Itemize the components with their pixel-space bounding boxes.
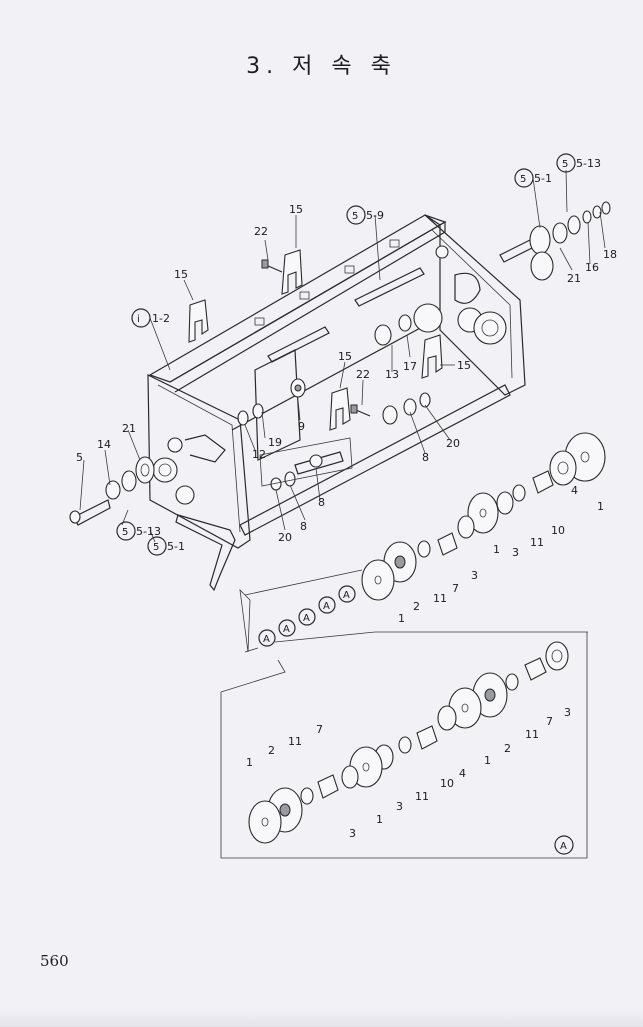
svg-text:3: 3 <box>512 546 519 559</box>
bracket-15 <box>188 249 443 431</box>
svg-text:1: 1 <box>597 500 604 513</box>
svg-text:5-9: 5-9 <box>366 209 384 222</box>
callout-5-1-top: 5 5-1 <box>514 168 552 188</box>
svg-text:15: 15 <box>174 268 188 281</box>
svg-text:20: 20 <box>446 437 460 450</box>
svg-text:16: 16 <box>585 261 599 274</box>
left-shaft-assembly <box>69 456 155 526</box>
svg-text:A: A <box>283 624 290 635</box>
svg-text:11: 11 <box>530 536 544 549</box>
scan-edge <box>0 1009 643 1027</box>
svg-text:3: 3 <box>396 800 403 813</box>
svg-text:12: 12 <box>252 448 266 461</box>
leader-lines <box>79 169 606 543</box>
callout-5-13-top: 5 5-13 <box>556 153 601 173</box>
bushes <box>237 314 431 491</box>
svg-text:A: A <box>263 634 270 645</box>
svg-text:1: 1 <box>493 543 500 556</box>
shaft-upper <box>267 267 425 363</box>
svg-text:1-2: 1-2 <box>152 312 170 325</box>
svg-text:1: 1 <box>484 754 491 767</box>
svg-text:8: 8 <box>300 520 307 533</box>
svg-text:i: i <box>137 314 140 325</box>
svg-text:22: 22 <box>254 225 268 238</box>
svg-text:2: 2 <box>268 744 275 757</box>
svg-text:5: 5 <box>153 542 159 553</box>
svg-text:3: 3 <box>349 827 356 840</box>
svg-text:5-1: 5-1 <box>167 540 185 553</box>
svg-text:8: 8 <box>422 451 429 464</box>
svg-text:10: 10 <box>551 524 565 537</box>
callout-5-13-left: 5 5-13 <box>116 521 161 541</box>
svg-text:11: 11 <box>415 790 429 803</box>
detail-a-chain <box>220 569 588 693</box>
svg-text:14: 14 <box>97 438 111 451</box>
page-number: 560 <box>40 952 69 970</box>
svg-text:3: 3 <box>471 569 478 582</box>
svg-text:15: 15 <box>289 203 303 216</box>
svg-text:A: A <box>560 841 567 852</box>
svg-text:4: 4 <box>459 767 466 780</box>
svg-text:5: 5 <box>76 451 83 464</box>
svg-text:18: 18 <box>603 248 617 261</box>
svg-text:1: 1 <box>246 756 253 769</box>
shaft-lower <box>294 451 344 475</box>
svg-text:17: 17 <box>403 360 417 373</box>
right-shaft-assembly <box>499 201 611 281</box>
svg-text:7: 7 <box>316 723 323 736</box>
svg-text:22: 22 <box>356 368 370 381</box>
svg-text:3: 3 <box>564 706 571 719</box>
svg-text:5: 5 <box>352 211 358 222</box>
svg-text:11: 11 <box>433 592 447 605</box>
callout-5-9: 5 5-9 <box>346 205 384 225</box>
page-title: 3. 저 속 축 <box>246 54 397 79</box>
callout-5-1-left: 5 5-1 <box>147 536 185 556</box>
svg-text:9: 9 <box>298 420 305 433</box>
svg-text:5-1: 5-1 <box>534 172 552 185</box>
svg-text:A: A <box>303 613 310 624</box>
svg-text:2: 2 <box>413 600 420 613</box>
svg-text:5-13: 5-13 <box>136 525 161 538</box>
svg-text:5: 5 <box>562 159 568 170</box>
part-labels: 15 22 15 15 22 13 17 15 9 19 12 20 8 8 8… <box>76 203 617 840</box>
svg-text:11: 11 <box>288 735 302 748</box>
detail-a-box <box>220 632 588 859</box>
svg-text:11: 11 <box>525 728 539 741</box>
svg-text:13: 13 <box>385 368 399 381</box>
svg-text:7: 7 <box>452 582 459 595</box>
svg-text:A: A <box>343 590 350 601</box>
svg-text:15: 15 <box>457 359 471 372</box>
svg-text:5: 5 <box>122 527 128 538</box>
svg-text:19: 19 <box>268 436 282 449</box>
svg-text:A: A <box>323 601 330 612</box>
svg-text:21: 21 <box>567 272 581 285</box>
detail-a-letters: A A A A A A <box>263 590 567 852</box>
leader-box <box>239 437 353 653</box>
svg-text:2: 2 <box>504 742 511 755</box>
svg-text:21: 21 <box>122 422 136 435</box>
gear-stack-upper <box>361 432 606 601</box>
svg-text:10: 10 <box>440 777 454 790</box>
svg-text:4: 4 <box>571 484 578 497</box>
svg-text:8: 8 <box>318 496 325 509</box>
svg-text:7: 7 <box>546 715 553 728</box>
svg-text:1: 1 <box>376 813 383 826</box>
svg-text:20: 20 <box>278 531 292 544</box>
svg-text:5: 5 <box>520 174 526 185</box>
svg-text:5-13: 5-13 <box>576 157 601 170</box>
callout-1-2: i 1-2 <box>131 308 170 328</box>
svg-text:15: 15 <box>338 350 352 363</box>
bolt-22 <box>261 259 371 417</box>
svg-text:1: 1 <box>398 612 405 625</box>
